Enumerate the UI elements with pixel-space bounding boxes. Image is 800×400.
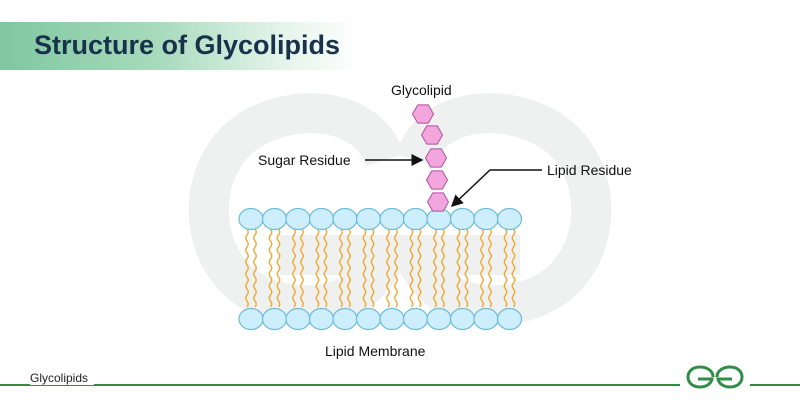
lipid-head (285, 207, 311, 231)
lipid-tail (417, 228, 422, 308)
sugar-hexagon (425, 170, 449, 190)
lipid-tail (300, 228, 304, 308)
lipid-tail (268, 228, 273, 308)
lipid-tail (511, 228, 516, 308)
lipid-tail (362, 228, 367, 308)
page-title: Structure of Glycolipids (34, 30, 341, 60)
lipid-tail (441, 228, 445, 308)
lipid-head (332, 307, 358, 331)
lipid-head (261, 207, 288, 231)
sugar-chain (411, 104, 450, 212)
lipid-tail (488, 228, 492, 308)
lipid-tail (347, 228, 351, 308)
lipid-tail (503, 228, 508, 308)
lipid-tail (480, 228, 484, 308)
lipid-head (473, 307, 499, 331)
watermark-logo-icon (188, 93, 612, 326)
lipid-head (449, 207, 476, 231)
lipid-tail (433, 228, 437, 308)
lipid-head (332, 207, 358, 231)
gfg-logo-icon (680, 362, 750, 392)
lipid-tail (323, 228, 328, 308)
lipid-tail (464, 228, 469, 308)
lipid-tail (456, 228, 461, 308)
lipid-head (355, 307, 382, 331)
lipid-head (285, 307, 311, 331)
lipid-head (426, 207, 452, 231)
lipid-tails (245, 228, 516, 308)
lipid-tail (409, 228, 414, 308)
lipid-tail (394, 228, 398, 308)
lipid-tail (339, 228, 343, 308)
lipid-tail (276, 228, 281, 308)
sugar-hexagon (424, 148, 448, 168)
lipid-head (449, 307, 476, 331)
lipid-tail (292, 228, 296, 308)
footer-caption: Glycolipids (30, 371, 95, 385)
lipid-residue-arrow (450, 169, 542, 208)
sugar-hexagon (420, 125, 444, 145)
lipid-tail (315, 228, 320, 308)
lipid-head (261, 307, 288, 331)
lipid-head (308, 307, 335, 331)
lipid-head (473, 207, 499, 231)
sugar-residue-label: Sugar Residue (258, 152, 351, 168)
lipid-head (402, 307, 429, 331)
lipid-head (355, 207, 382, 231)
lipid-tail (386, 228, 390, 308)
lipid-tail (370, 228, 375, 308)
lipid-membrane-label: Lipid Membrane (325, 343, 426, 359)
sugar-hexagon (426, 192, 450, 212)
lipid-head (496, 207, 523, 231)
lipid-tail (245, 228, 249, 308)
lipid-head (379, 307, 405, 331)
lipid-head (426, 307, 452, 331)
lipid-head (402, 207, 429, 231)
lipid-heads-top-row (238, 207, 523, 231)
lipid-head (379, 207, 405, 231)
footer-line (0, 384, 800, 386)
title-banner (0, 22, 360, 70)
lipid-tail (253, 228, 257, 308)
lipid-head (496, 307, 523, 331)
lipid-head (308, 207, 335, 231)
lipid-heads-bottom-row (238, 307, 523, 331)
lipid-residue-label: Lipid Residue (547, 162, 632, 178)
glycolipid-label: Glycolipid (391, 82, 452, 98)
sugar-hexagon (411, 104, 435, 124)
lipid-head (238, 307, 264, 331)
lipid-head (238, 207, 264, 231)
